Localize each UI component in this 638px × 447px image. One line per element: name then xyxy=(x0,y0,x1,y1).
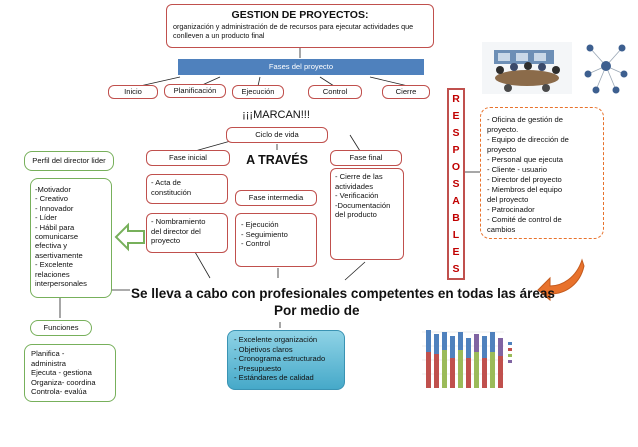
funciones-items: Planifica - administra Ejecuta - gestion… xyxy=(24,344,116,402)
fase-intermedia-box: Fase intermedia xyxy=(235,190,317,206)
title-description: organización y administración de de recu… xyxy=(173,22,414,40)
fase-inicio: Inicio xyxy=(108,85,158,99)
profesionales-statement: Se lleva a cabo con profesionales compet… xyxy=(131,286,555,301)
resp-letter: O xyxy=(451,160,461,173)
funciones-title: Funciones xyxy=(30,320,92,336)
perfil-director-items: -Motivador - Creativo - Innovador - Líde… xyxy=(30,178,112,298)
marcan-label: ¡¡¡MARCAN!!! xyxy=(242,109,310,121)
bar-chart-illustration-icon xyxy=(416,320,526,392)
fase-inicial-acta: - Acta de constitución xyxy=(146,174,228,204)
ciclo-vida-box: Ciclo de vida xyxy=(226,127,328,143)
por-medio-label: Por medio de xyxy=(274,303,360,318)
page-title: GESTION DE PROYECTOS: xyxy=(231,9,369,21)
meeting-illustration-icon xyxy=(482,42,572,94)
fase-control: Control xyxy=(308,85,362,99)
responsables-vertical: R E S P O S A B L E S xyxy=(447,88,465,280)
resp-letter: P xyxy=(452,143,460,156)
resp-letter: R xyxy=(452,92,460,105)
medio-items: - Excelente organización - Objetivos cla… xyxy=(227,330,345,390)
fase-inicial-box: Fase inicial xyxy=(146,150,230,166)
title-box: GESTION DE PROYECTOS: organización y adm… xyxy=(166,4,434,48)
left-arrow-icon xyxy=(114,222,145,252)
fase-final-items: - Cierre de las actividades - Verificaci… xyxy=(330,168,404,260)
fase-planificacion: Planificación xyxy=(164,84,226,98)
network-people-icon xyxy=(584,44,628,94)
responsables-list: - Oficina de gestión de proyecto. - Equi… xyxy=(480,107,604,239)
resp-letter: E xyxy=(452,246,460,259)
fase-ejecucion: Ejecución xyxy=(232,85,284,99)
resp-letter: S xyxy=(452,263,460,276)
a-traves-label: A TRAVÉS xyxy=(246,153,308,167)
fases-proyecto-bar: Fases del proyecto xyxy=(178,59,424,75)
resp-letter: B xyxy=(452,212,460,225)
fase-inicial-nombramiento: - Nombramiento del director del proyecto xyxy=(146,213,228,253)
resp-letter: A xyxy=(452,195,460,207)
resp-letter: E xyxy=(452,109,460,122)
fase-final-box: Fase final xyxy=(330,150,402,166)
resp-letter: S xyxy=(452,177,460,190)
perfil-director-title: Perfil del director lider xyxy=(24,151,114,171)
fase-intermedia-items: - Ejecución - Seguimiento - Control xyxy=(235,213,317,267)
resp-letter: L xyxy=(452,229,460,242)
resp-letter: S xyxy=(452,126,460,139)
curved-arrow-icon xyxy=(537,258,585,302)
fase-cierre: Cierre xyxy=(382,85,430,99)
